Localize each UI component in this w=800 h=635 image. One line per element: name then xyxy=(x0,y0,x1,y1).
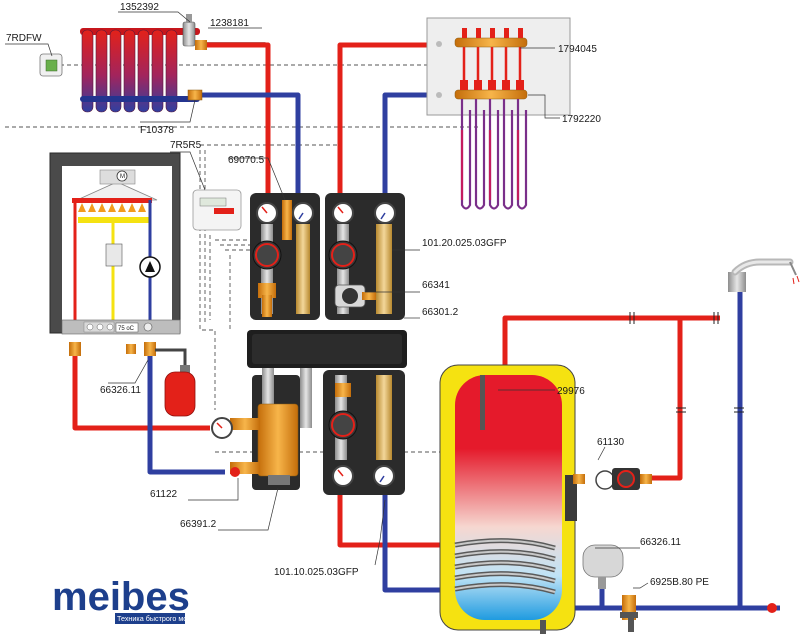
circulation-pump xyxy=(573,468,652,490)
floor-heating-manifold xyxy=(426,17,571,116)
label-room-thermostat: 7RDFW xyxy=(6,33,42,44)
hydraulic-separator xyxy=(230,368,312,490)
label-floor-manifold-bottom: 1792220 xyxy=(562,114,601,125)
distribution-manifold xyxy=(247,330,407,368)
faucet xyxy=(728,258,800,292)
label-pump-group-valve: 69070.5 xyxy=(228,155,265,166)
label-distributor: 66301.2 xyxy=(422,307,459,318)
label-tank: 29976 xyxy=(557,386,585,397)
label-boiler-valve: 61122 xyxy=(150,489,178,500)
label-circulation-pump: 61130 xyxy=(597,437,625,448)
label-radiator-return: F10378 xyxy=(140,125,174,136)
logo-slogan: Техника быстрого монтажа xyxy=(117,614,207,623)
tank-expansion-vessel xyxy=(582,544,624,589)
system-controller xyxy=(192,189,242,231)
gas-boiler: M Meibes 75 oC xyxy=(49,152,181,335)
label-hydraulic-separator: 66391.2 xyxy=(180,519,217,530)
callout-leaders xyxy=(5,11,649,589)
pipe-break-marks xyxy=(629,312,744,413)
boiler-return-valve xyxy=(230,467,240,477)
label-pump-group-direct: 101.20.025.03GFP xyxy=(422,238,507,249)
outlet-valve xyxy=(767,603,777,613)
label-floor-manifold-top: 1794045 xyxy=(558,44,597,55)
pump-group-upper-right xyxy=(325,193,405,320)
safety-group xyxy=(620,595,638,632)
boiler-temp-display: 75 oC xyxy=(118,326,135,332)
boiler-motor-symbol: M xyxy=(120,174,125,180)
label-tank-expansion-vessel: 66326.11 xyxy=(640,537,681,548)
separator-thermometer xyxy=(211,417,233,439)
radiator xyxy=(80,28,200,113)
boiler-expansion-vessel xyxy=(155,348,196,417)
cold-pipes xyxy=(147,92,780,611)
label-safety-group: 6925B.80 PE xyxy=(650,577,709,588)
boiler-brand: Meibes xyxy=(155,195,169,240)
logo-wordmark: meibes xyxy=(52,575,190,619)
radiator-thermostatic-valve xyxy=(182,14,207,50)
label-pump-group-return: 101.10.025.03GFP xyxy=(274,567,359,578)
label-mixer: 66341 xyxy=(422,280,450,291)
pump-group-upper-left xyxy=(250,193,320,320)
room-thermostat xyxy=(39,53,63,77)
label-radiator-fitting: 1238181 xyxy=(210,18,249,29)
label-controller: 7R5R5 xyxy=(170,140,202,151)
floor-heating-loops xyxy=(460,99,528,210)
pump-group-lower xyxy=(323,370,405,495)
boiler-valves xyxy=(69,342,156,356)
hot-water-tank xyxy=(439,364,577,634)
label-radiator-valve: 1352392 xyxy=(120,2,159,13)
radiator-return-fitting xyxy=(187,89,203,101)
meibes-logo: meibes Техника быстрого монтажа xyxy=(52,575,207,624)
label-boiler-expansion-vessel: 66326.11 xyxy=(100,385,141,396)
